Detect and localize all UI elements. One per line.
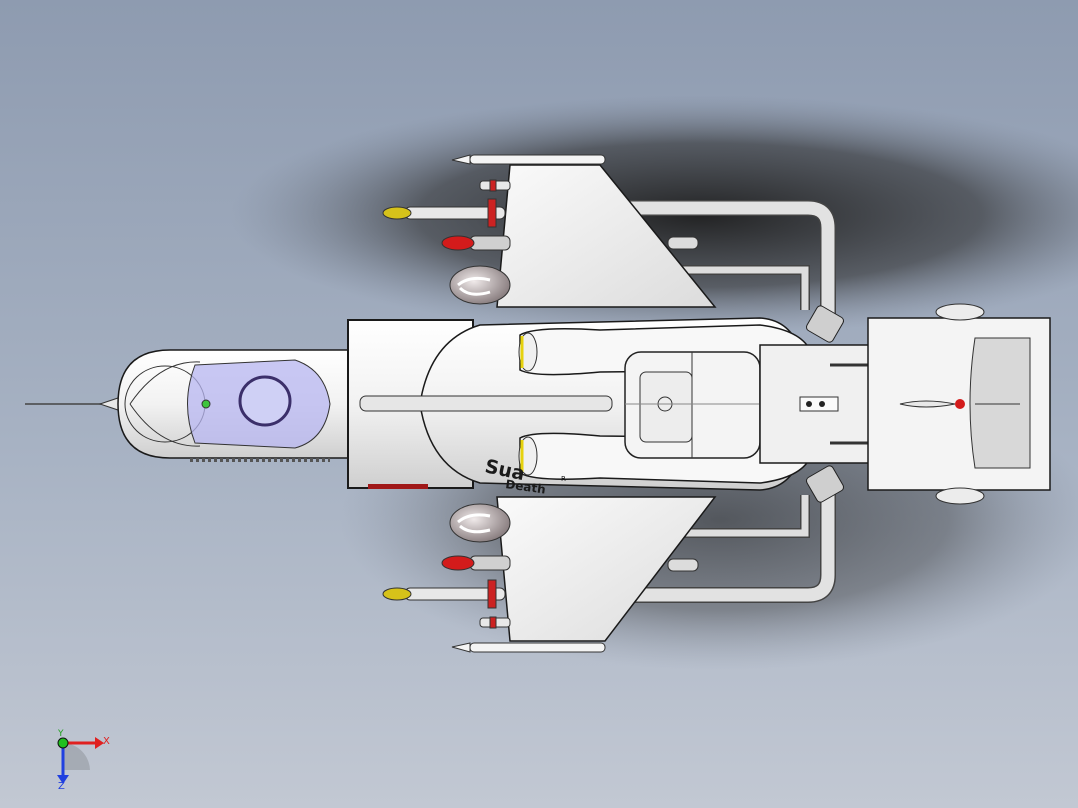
small-missile-upper [667, 236, 699, 250]
upper-wing [496, 164, 717, 308]
x-axis-label: X [103, 736, 110, 747]
missile-upper-1 [479, 179, 511, 192]
lower-wing [496, 496, 717, 642]
wingtip-rail-upper [451, 154, 606, 165]
center-hatch [359, 351, 761, 459]
lower-ordnance [382, 503, 699, 629]
decal-mark: R [561, 475, 566, 483]
y-axis-icon [57, 737, 69, 749]
cockpit-section [117, 349, 351, 462]
missile-lower-1 [479, 616, 511, 629]
rocket-pod-lower [449, 503, 511, 543]
axis-triad: X Y Z [57, 729, 110, 792]
upper-ordnance [382, 179, 699, 305]
decal-line2: Death [505, 477, 547, 496]
missile-upper-red [441, 235, 511, 251]
wingtip-rail-lower [451, 642, 606, 653]
missile-lower-yellow [382, 579, 506, 609]
missile-lower-red [441, 555, 511, 571]
missile-upper-yellow [382, 198, 506, 228]
tail-unit [867, 303, 1051, 505]
z-axis-label: Z [58, 781, 65, 792]
lower-skid [600, 490, 836, 603]
small-missile-lower [667, 558, 699, 572]
rocket-pod-upper [449, 265, 511, 305]
y-axis-label: Y [57, 729, 64, 739]
